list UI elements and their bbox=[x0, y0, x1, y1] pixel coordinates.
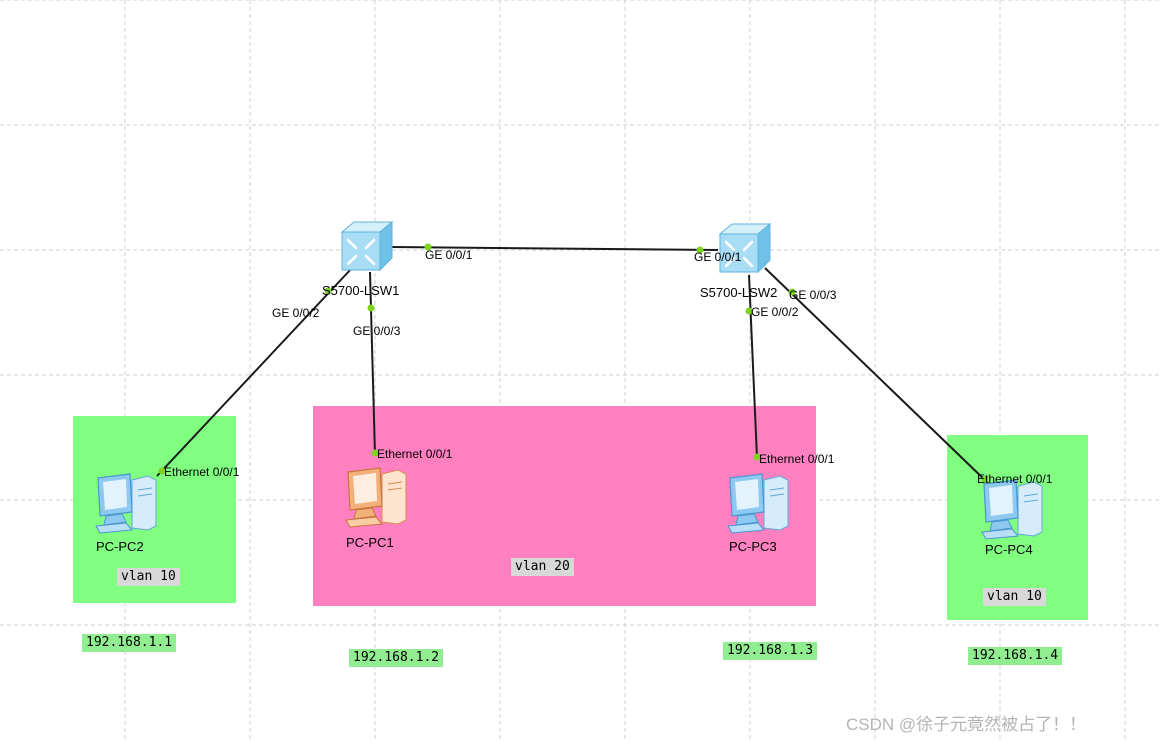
port-dot bbox=[324, 287, 332, 295]
switch-lsw1[interactable] bbox=[336, 220, 394, 272]
port-dot bbox=[981, 476, 989, 484]
ip-label-pc2: 192.168.1.1 bbox=[82, 634, 177, 652]
pc-icon bbox=[345, 467, 407, 528]
port-label-lsw1-ge003: GE 0/0/3 bbox=[353, 324, 401, 338]
port-label-lsw1-ge001: GE 0/0/1 bbox=[425, 248, 473, 262]
link-lsw1-lsw2[interactable] bbox=[391, 246, 719, 251]
link-lsw2-pc3[interactable] bbox=[748, 274, 758, 459]
ip-label-pc3: 192.168.1.3 bbox=[723, 642, 818, 660]
switch-name-lsw2: S5700-LSW2 bbox=[700, 285, 778, 300]
pc-pc4[interactable] bbox=[978, 478, 1044, 540]
watermark: CSDN @徐子元竟然被占了！！ bbox=[846, 715, 1087, 734]
pc-icon bbox=[727, 473, 789, 534]
pc-name-pc2: PC-PC2 bbox=[96, 539, 144, 554]
link-lsw2-pc4[interactable] bbox=[764, 267, 989, 484]
port-label-pc3-eth001: Ethernet 0/0/1 bbox=[759, 452, 835, 466]
pc-name-pc1: PC-PC1 bbox=[346, 535, 394, 550]
port-label-lsw2-ge003: GE 0/0/3 bbox=[789, 288, 837, 302]
pc-name-pc4: PC-PC4 bbox=[985, 542, 1033, 557]
port-dot bbox=[788, 288, 796, 296]
port-label-lsw2-ge001: GE 0/0/1 bbox=[694, 250, 742, 264]
port-label-pc4-eth001: Ethernet 0/0/1 bbox=[977, 472, 1053, 486]
vlan-label: vlan 10 bbox=[983, 588, 1046, 606]
link-lsw1-pc2[interactable] bbox=[156, 267, 353, 477]
port-dot bbox=[424, 243, 432, 251]
pc-icon bbox=[95, 473, 157, 534]
pc-pc1[interactable] bbox=[342, 466, 408, 528]
vlan-label: vlan 20 bbox=[511, 558, 574, 576]
pc-pc3[interactable] bbox=[724, 472, 790, 534]
switch-icon bbox=[340, 220, 394, 272]
vlan-label: vlan 10 bbox=[117, 568, 180, 586]
switch-lsw2[interactable] bbox=[714, 222, 772, 274]
ip-label-pc4: 192.168.1.4 bbox=[968, 647, 1063, 665]
port-label-lsw1-ge002: GE 0/0/2 bbox=[272, 306, 320, 320]
port-label-lsw2-ge002: GE 0/0/2 bbox=[751, 305, 799, 319]
link-lsw1-pc1[interactable] bbox=[369, 271, 376, 456]
port-label-pc1-eth001: Ethernet 0/0/1 bbox=[377, 447, 453, 461]
switch-name-lsw1: S5700-LSW1 bbox=[322, 283, 400, 298]
port-dot bbox=[371, 449, 379, 457]
port-dot bbox=[367, 304, 375, 312]
pc-icon bbox=[981, 479, 1043, 540]
ip-label-pc1: 192.168.1.2 bbox=[349, 649, 444, 667]
port-label-pc2-eth001: Ethernet 0/0/1 bbox=[164, 465, 240, 479]
port-dot bbox=[158, 467, 166, 475]
port-dot bbox=[753, 453, 761, 461]
pc-pc2[interactable] bbox=[92, 472, 158, 534]
port-dot bbox=[745, 307, 753, 315]
port-dot bbox=[696, 246, 704, 254]
switch-icon bbox=[718, 222, 772, 274]
pc-name-pc3: PC-PC3 bbox=[729, 539, 777, 554]
